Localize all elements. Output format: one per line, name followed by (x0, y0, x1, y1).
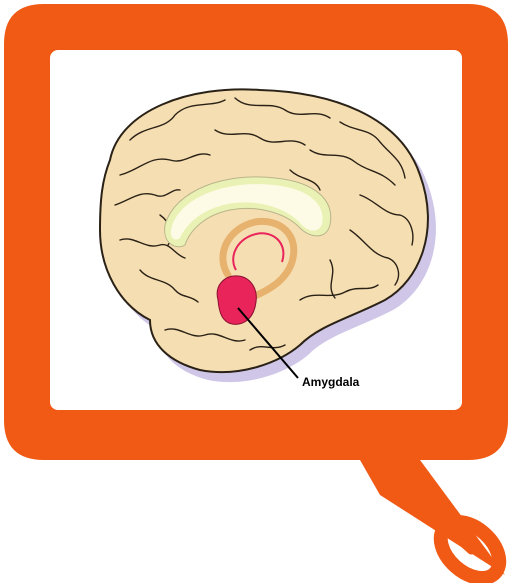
io-logo (418, 496, 510, 583)
amygdala-label: Amygdala (302, 375, 360, 389)
amygdala (217, 276, 256, 324)
